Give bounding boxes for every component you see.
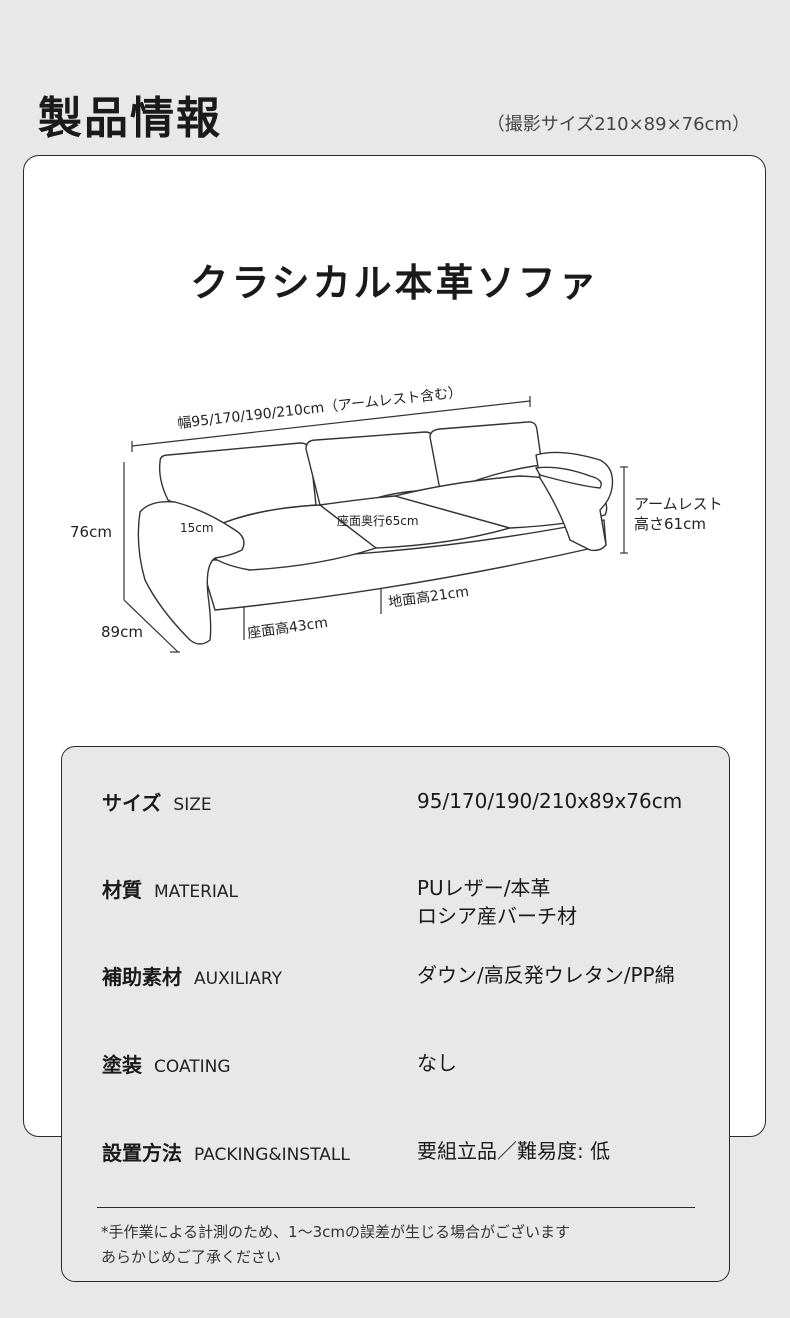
spec-table: サイズ SIZE 95/170/190/210x89x76cm 材質 MATERIA… [61,746,730,1282]
depth-label: 89cm [101,623,143,641]
height-label: 76cm [70,523,112,541]
width-dimension-line [131,400,531,447]
spec-label: 塗装 [102,1053,142,1077]
spec-label: 材質 [102,878,142,902]
spec-value: なし [417,1051,457,1075]
divider [97,1207,695,1208]
spec-label-en: PACKING&INSTALL [194,1145,350,1165]
measurement-note: *手作業による計測のため、1〜3cmの誤差が生じる場合がございます あらかじめご… [101,1223,570,1266]
page-title: 製品情報 [38,93,222,144]
sofa-dimension-diagram: 幅95/170/190/210cm（アームレスト含む） 76cm 89cm アー… [70,385,723,653]
spec-value: 95/170/190/210x89x76cm [417,789,683,813]
armrest-width-label: 15cm [180,521,214,535]
spec-label: サイズ [102,791,162,815]
depth-dimension-line [123,599,179,653]
seat-height-label: 座面高43cm [246,614,329,642]
seat-depth-label: 座面奥行65cm [337,513,419,528]
spec-label-en: COATING [154,1057,231,1077]
product-name: クラシカル本革ソファ [190,261,600,305]
spec-label-en: SIZE [173,795,212,815]
photo-size-note: （撮影サイズ210×89×76cm） [486,114,750,135]
spec-label-en: MATERIAL [154,882,239,902]
spec-value: PUレザー/本革ロシア産バーチ材 [417,876,577,928]
spec-value: ダウン/高反発ウレタン/PP綿 [417,963,675,987]
armrest-height-label-line2: 高さ61cm [634,515,706,533]
spec-value: 要組立品／難易度: 低 [417,1139,611,1163]
ground-clearance-label: 地面高21cm [387,583,470,611]
sofa-illustration [137,421,614,645]
spec-label: 設置方法 [102,1141,182,1165]
spec-label-en: AUXILIARY [194,969,282,989]
armrest-height-label-line1: アームレスト [634,495,723,513]
spec-label: 補助素材 [102,965,182,989]
